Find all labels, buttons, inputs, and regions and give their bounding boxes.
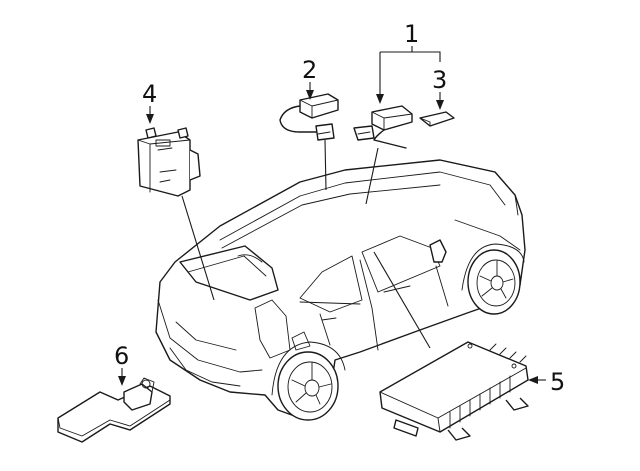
part-1-sensor-with-cable — [353, 105, 413, 149]
front-wheel — [467, 249, 521, 315]
callout-2: 2 — [302, 56, 317, 84]
part-6-antenna-plate — [57, 377, 171, 443]
callout-6: 6 — [114, 342, 129, 370]
part-3-adhesive-pad — [419, 111, 455, 127]
rear-wheel — [277, 351, 339, 421]
part-4-control-module — [137, 127, 201, 197]
callout-5: 5 — [550, 368, 565, 396]
callout-3: 3 — [432, 66, 447, 94]
part-5-electronic-control-unit — [379, 341, 529, 441]
callout-4: 4 — [142, 80, 157, 108]
callout-1: 1 — [404, 20, 419, 48]
part-2-sensor-with-cable — [279, 93, 339, 141]
leader-lines — [118, 46, 546, 386]
vehicle-suv-illustration — [155, 159, 526, 421]
